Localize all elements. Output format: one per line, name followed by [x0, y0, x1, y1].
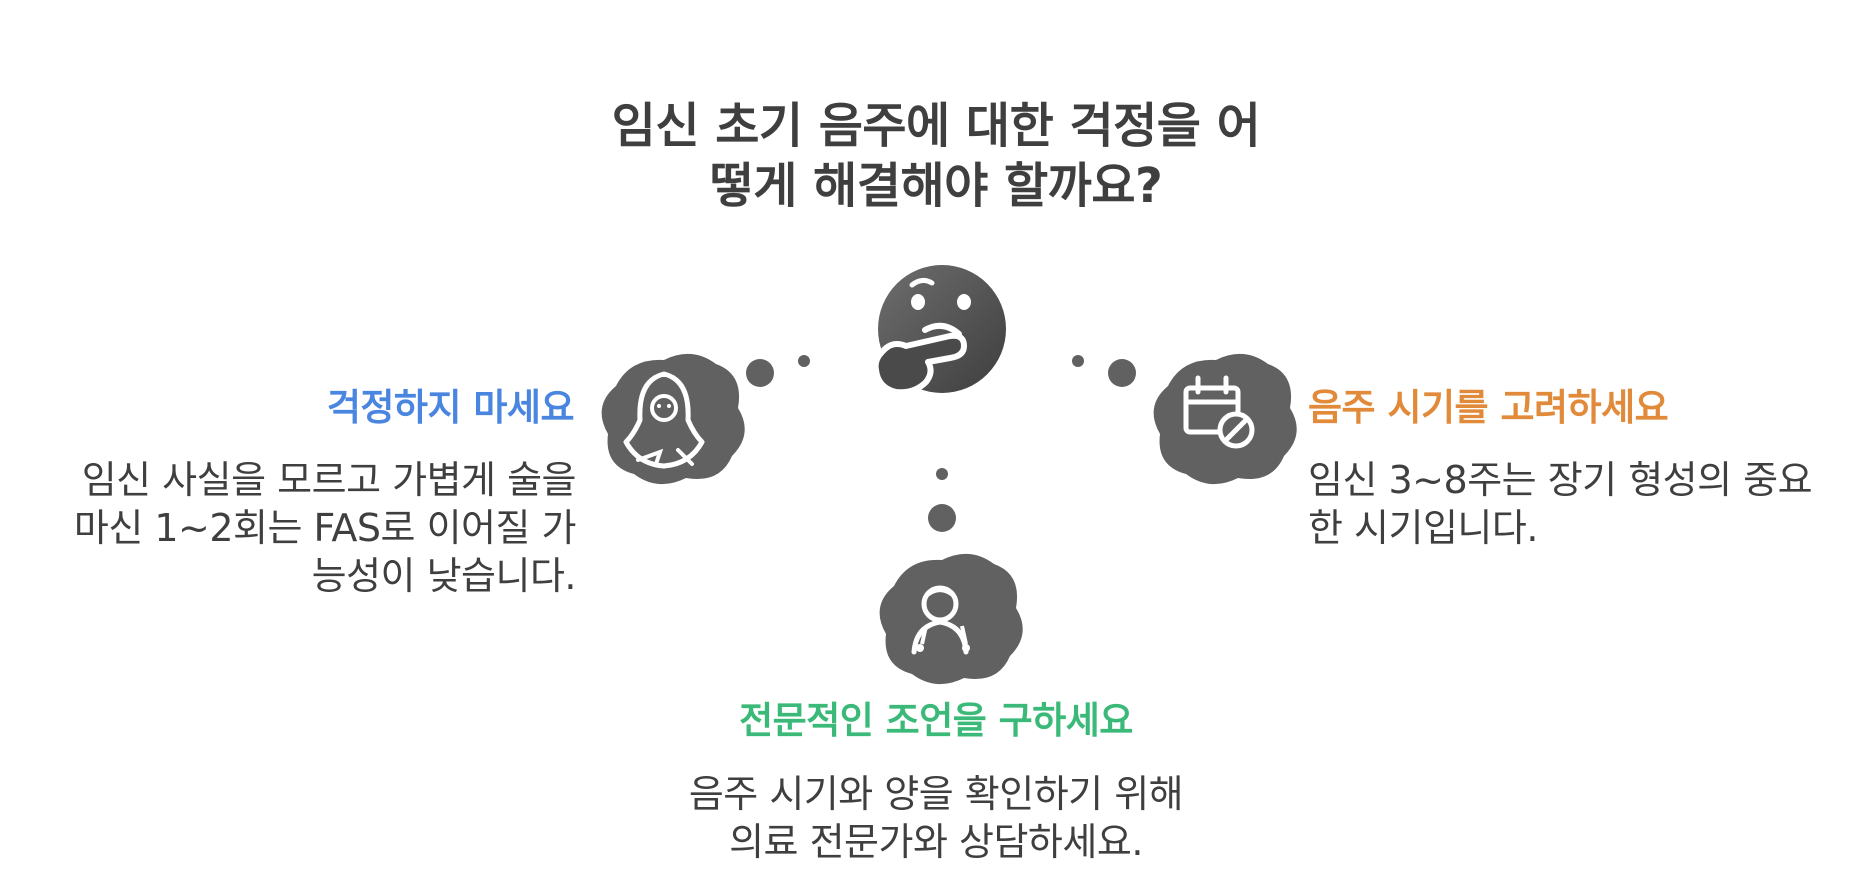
left-line-3: 능성이 낮습니다.	[311, 554, 577, 598]
right-line-2: 한 시기입니다.	[1308, 506, 1538, 550]
connector-dots	[746, 355, 1136, 532]
right-heading: 음주 시기를 고려하세요	[1308, 386, 1669, 429]
doctor-icon	[879, 553, 1023, 685]
right-line-1: 임신 3~8주는 장기 형성의 중요	[1308, 458, 1813, 502]
calendar-blocked-icon	[1153, 353, 1297, 485]
bottom-description: 음주 시기와 양을 확인하기 위해 의료 전문가와 상담하세요.	[536, 770, 1336, 866]
title-line-1: 임신 초기 음주에 대한 걱정을 어	[611, 98, 1261, 154]
dot-bottom-large	[928, 504, 956, 532]
dot-right-small	[1072, 355, 1084, 367]
bottom-line-2: 의료 전문가와 상담하세요.	[729, 820, 1143, 864]
dot-left-large	[746, 359, 774, 387]
left-heading: 걱정하지 마세요	[326, 386, 575, 429]
title-line-2: 떻게 해결해야 할까요?	[709, 158, 1163, 214]
woman-icon	[601, 353, 745, 485]
thinking-face-icon	[872, 265, 1006, 396]
left-line-2: 마신 1~2회는 FAS로 이어질 가	[73, 506, 577, 550]
right-description: 임신 3~8주는 장기 형성의 중요 한 시기입니다.	[1308, 456, 1848, 552]
dot-right-large	[1108, 359, 1136, 387]
left-description: 임신 사실을 모르고 가볍게 술을 마신 1~2회는 FAS로 이어질 가 능성…	[40, 456, 577, 600]
dot-left-small	[798, 355, 810, 367]
left-line-1: 임신 사실을 모르고 가볍게 술을	[81, 458, 577, 502]
page-title: 임신 초기 음주에 대한 걱정을 어 떻게 해결해야 할까요?	[536, 96, 1336, 216]
dot-bottom-small	[936, 468, 948, 480]
bottom-heading: 전문적인 조언을 구하세요	[739, 699, 1133, 742]
bottom-line-1: 음주 시기와 양을 확인하기 위해	[688, 772, 1184, 816]
